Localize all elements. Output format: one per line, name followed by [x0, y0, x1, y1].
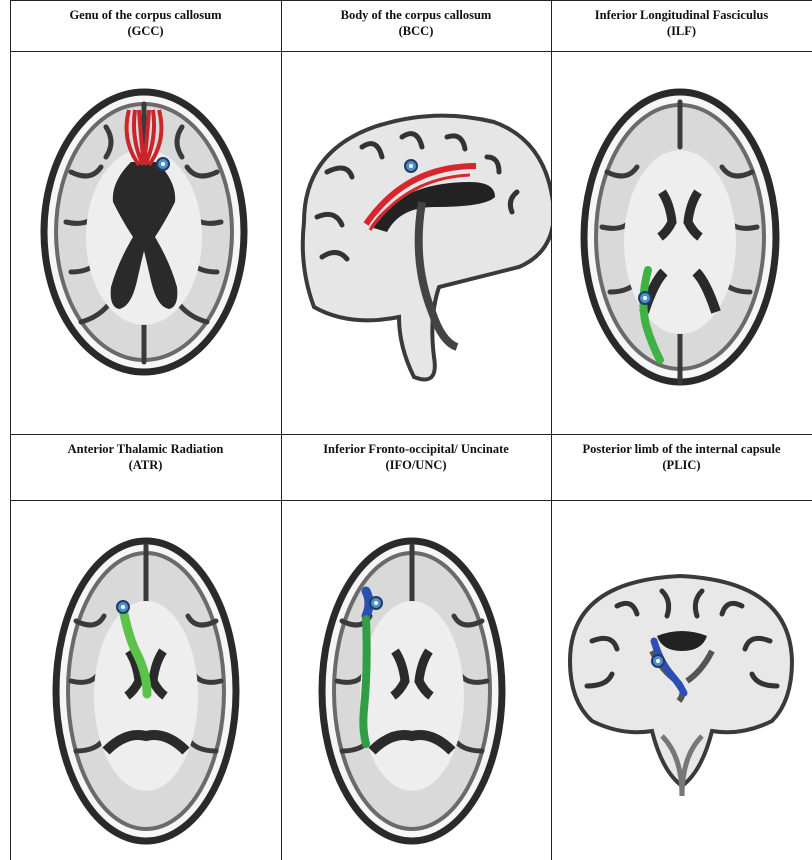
- coronal-brain-illustration: [552, 501, 812, 860]
- panel-abbr: (ATR): [129, 457, 163, 473]
- panel-header-plic: Posterior limb of the internal capsule (…: [551, 434, 812, 500]
- panel-header-bcc: Body of the corpus callosum (BCC): [281, 0, 551, 51]
- panel-image-ilf: [552, 52, 812, 434]
- roi-marker-dot: [656, 659, 660, 663]
- axial-brain-illustration: [282, 501, 551, 860]
- brain-outline: [303, 116, 551, 380]
- panel-image-gcc: [11, 52, 281, 434]
- roi-marker-dot: [409, 164, 413, 168]
- figure-grid: Genu of the corpus callosum (GCC) Body o…: [10, 0, 812, 860]
- panel-title: Anterior Thalamic Radiation: [68, 441, 224, 457]
- sagittal-brain-illustration: [282, 52, 551, 434]
- roi-marker-dot: [643, 296, 647, 300]
- panel-title: Posterior limb of the internal capsule: [582, 441, 780, 457]
- tract-ifo: [363, 619, 366, 744]
- panel-abbr: (GCC): [127, 23, 163, 39]
- panel-image-ifo-unc: [282, 501, 551, 860]
- panel-abbr: (IFO/UNC): [385, 457, 446, 473]
- panel-header-atr: Anterior Thalamic Radiation (ATR): [10, 434, 281, 500]
- panel-title: Inferior Longitudinal Fasciculus: [595, 7, 768, 23]
- roi-marker-dot: [374, 601, 378, 605]
- panel-image-plic: [552, 501, 812, 860]
- panel-header-ilf: Inferior Longitudinal Fasciculus (ILF): [551, 0, 812, 51]
- panel-abbr: (BCC): [399, 23, 434, 39]
- panel-title: Genu of the corpus callosum: [69, 7, 221, 23]
- panel-abbr: (ILF): [667, 23, 696, 39]
- panel-abbr: (PLIC): [662, 457, 700, 473]
- panel-image-bcc: [282, 52, 551, 434]
- axial-brain-illustration: [11, 52, 281, 434]
- panel-image-atr: [11, 501, 281, 860]
- panel-title: Body of the corpus callosum: [341, 7, 492, 23]
- panel-header-ifo-unc: Inferior Fronto-occipital/ Uncinate (IFO…: [281, 434, 551, 500]
- roi-marker-dot: [161, 162, 165, 166]
- white-matter: [360, 601, 464, 791]
- axial-brain-illustration: [11, 501, 281, 860]
- panel-header-gcc: Genu of the corpus callosum (GCC): [10, 0, 281, 51]
- axial-brain-illustration: [552, 52, 812, 434]
- panel-title: Inferior Fronto-occipital/ Uncinate: [323, 441, 509, 457]
- tract-unc: [366, 591, 369, 616]
- roi-marker-dot: [121, 605, 125, 609]
